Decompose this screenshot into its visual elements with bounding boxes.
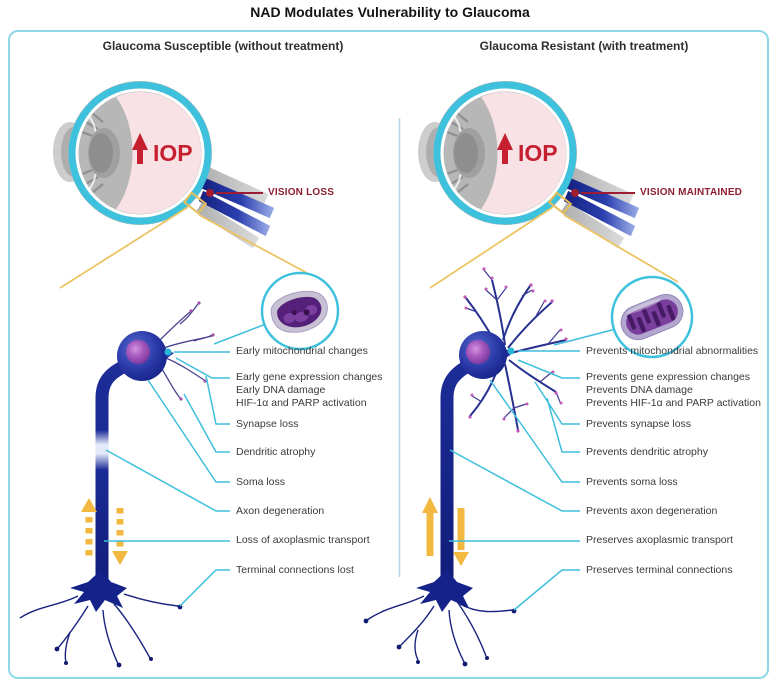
vision-maintained-label: VISION MAINTAINED [640,187,743,198]
annotation-soma-right: Prevents soma loss [586,476,678,488]
axon-hillock-marker-right [507,347,515,355]
annotation-transport-right: Preserves axoplasmic transport [586,534,734,546]
panel-frame [8,30,769,679]
neuron-left [19,301,215,668]
transport-arrows-left [81,498,128,565]
axon-terminal-left [19,570,183,668]
annotation-mitochondrial-left: Early mitochondrial changes [236,345,368,357]
dendrites-right [463,267,568,433]
annotation-soma-left: Soma loss [236,476,286,488]
nucleus-right [466,340,490,364]
nucleus-left [126,340,150,364]
annotation-transport-left: Loss of axoplasmic transport [236,534,370,546]
axon-hillock-marker-left [164,348,172,356]
transport-arrows-right [422,497,469,566]
vision-callout-right [571,189,635,197]
dendrites-left [157,301,215,401]
annotation-axon-right: Prevents axon degeneration [586,505,718,517]
right-panel-heading: Glaucoma Resistant (with treatment) [479,39,689,53]
annotation-dendritic-right: Prevents dendritic atrophy [586,446,708,458]
annotation-mitochondrial-right: Prevents mitochondrial abnormalities [586,345,759,357]
annotation-gene-dna-hif-right: Prevents gene expression changes Prevent… [586,371,761,409]
magnifier-lines-left [59,206,323,289]
iop-label-right: IOP [518,140,558,166]
annotation-gene-dna-hif-left: Early gene expression changes Early DNA … [236,371,383,409]
mitochondrion-inset-right [553,275,694,359]
annotation-axon-left: Axon degeneration [236,505,325,517]
annotation-dendritic-left: Dendritic atrophy [236,446,316,458]
vision-callout-left [206,189,263,197]
annotation-synapse-left: Synapse loss [236,418,299,430]
leader-lines-right [449,350,580,611]
figure-title: NAD Modulates Vulnerability to Glaucoma [250,4,530,20]
iop-label-left: IOP [153,140,193,166]
neuron-right [363,267,568,667]
annotation-synapse-right: Prevents synapse loss [586,418,692,430]
left-panel-heading: Glaucoma Susceptible (without treatment) [102,39,344,53]
vision-loss-label: VISION LOSS [268,187,335,198]
annotation-terminal-left: Terminal connections lost [236,564,354,576]
axon-left [95,361,128,595]
leader-lines-left [104,351,230,607]
annotation-terminal-right: Preserves terminal connections [586,564,733,576]
mitochondrion-inset-left [213,271,340,351]
axon-right [440,360,473,595]
magnifier-lines-right [429,206,679,289]
